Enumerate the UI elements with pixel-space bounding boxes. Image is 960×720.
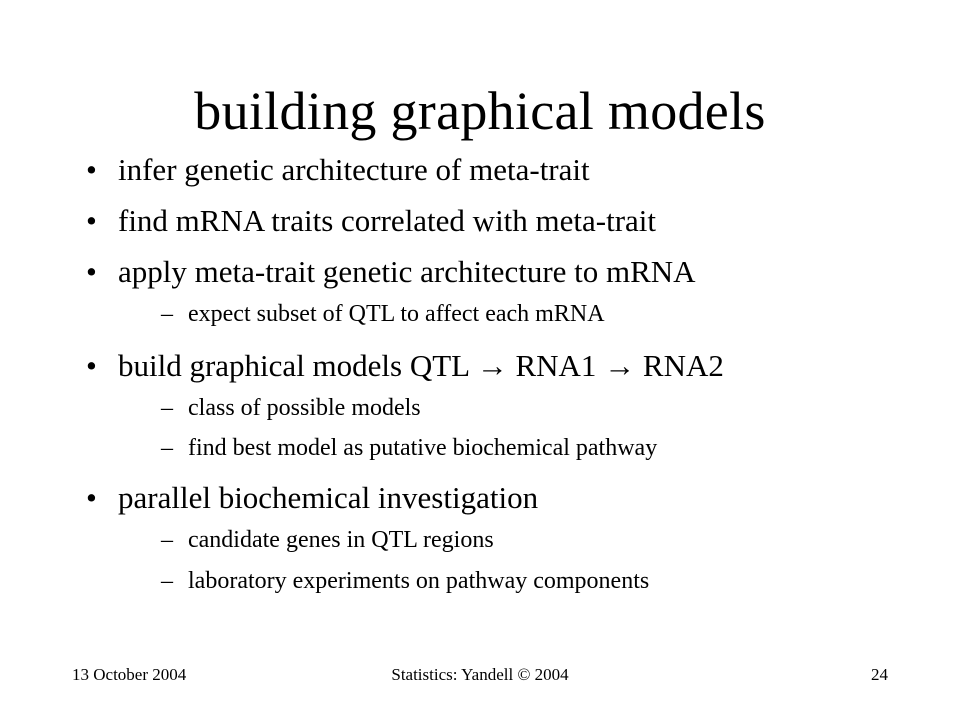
page-number: 24 <box>871 665 888 684</box>
dash-marker: – <box>161 301 173 327</box>
sub-bullet-text: find best model as putative biochemical … <box>188 435 658 461</box>
slide-title: building graphical models <box>194 81 766 141</box>
footer-credit: Statistics: Yandell © 2004 <box>391 665 569 684</box>
bullet-marker: • <box>86 254 97 289</box>
sub-bullet-item: – laboratory experiments on pathway comp… <box>161 566 650 596</box>
sub-bullet-text: class of possible models <box>188 395 421 421</box>
bullet-marker: • <box>86 480 97 515</box>
bullet-item: • find mRNA traits correlated with meta-… <box>86 201 657 241</box>
bullet-marker: • <box>86 152 97 187</box>
bullet-item: • apply meta-trait genetic architecture … <box>86 252 696 292</box>
dash-marker: – <box>161 395 173 421</box>
sub-bullet-text: candidate genes in QTL regions <box>188 527 494 553</box>
dash-marker: – <box>161 568 173 594</box>
bullet-item: • build graphical models QTL → RNA1 → RN… <box>86 346 724 386</box>
bullet-text: apply meta-trait genetic architecture to… <box>118 254 696 289</box>
sub-bullet-text: expect subset of QTL to affect each mRNA <box>188 301 605 327</box>
bullet-item: • infer genetic architecture of meta-tra… <box>86 150 590 190</box>
bullet-text: parallel biochemical investigation <box>118 480 539 515</box>
footer-date: 13 October 2004 <box>72 665 187 684</box>
sub-bullet-item: – candidate genes in QTL regions <box>161 525 494 555</box>
sub-bullet-item: – find best model as putative biochemica… <box>161 433 658 463</box>
bullet-text: infer genetic architecture of meta-trait <box>118 152 590 187</box>
bullet-marker: • <box>86 348 97 383</box>
bullet-item: • parallel biochemical investigation <box>86 478 539 518</box>
bullet-text: build graphical models QTL → RNA1 → RNA2 <box>118 348 724 383</box>
bullet-text: find mRNA traits correlated with meta-tr… <box>118 203 657 238</box>
sub-bullet-item: – expect subset of QTL to affect each mR… <box>161 299 605 329</box>
dash-marker: – <box>161 435 173 461</box>
sub-bullet-item: – class of possible models <box>161 393 421 423</box>
bullet-marker: • <box>86 203 97 238</box>
dash-marker: – <box>161 527 173 553</box>
sub-bullet-text: laboratory experiments on pathway compon… <box>188 568 650 594</box>
